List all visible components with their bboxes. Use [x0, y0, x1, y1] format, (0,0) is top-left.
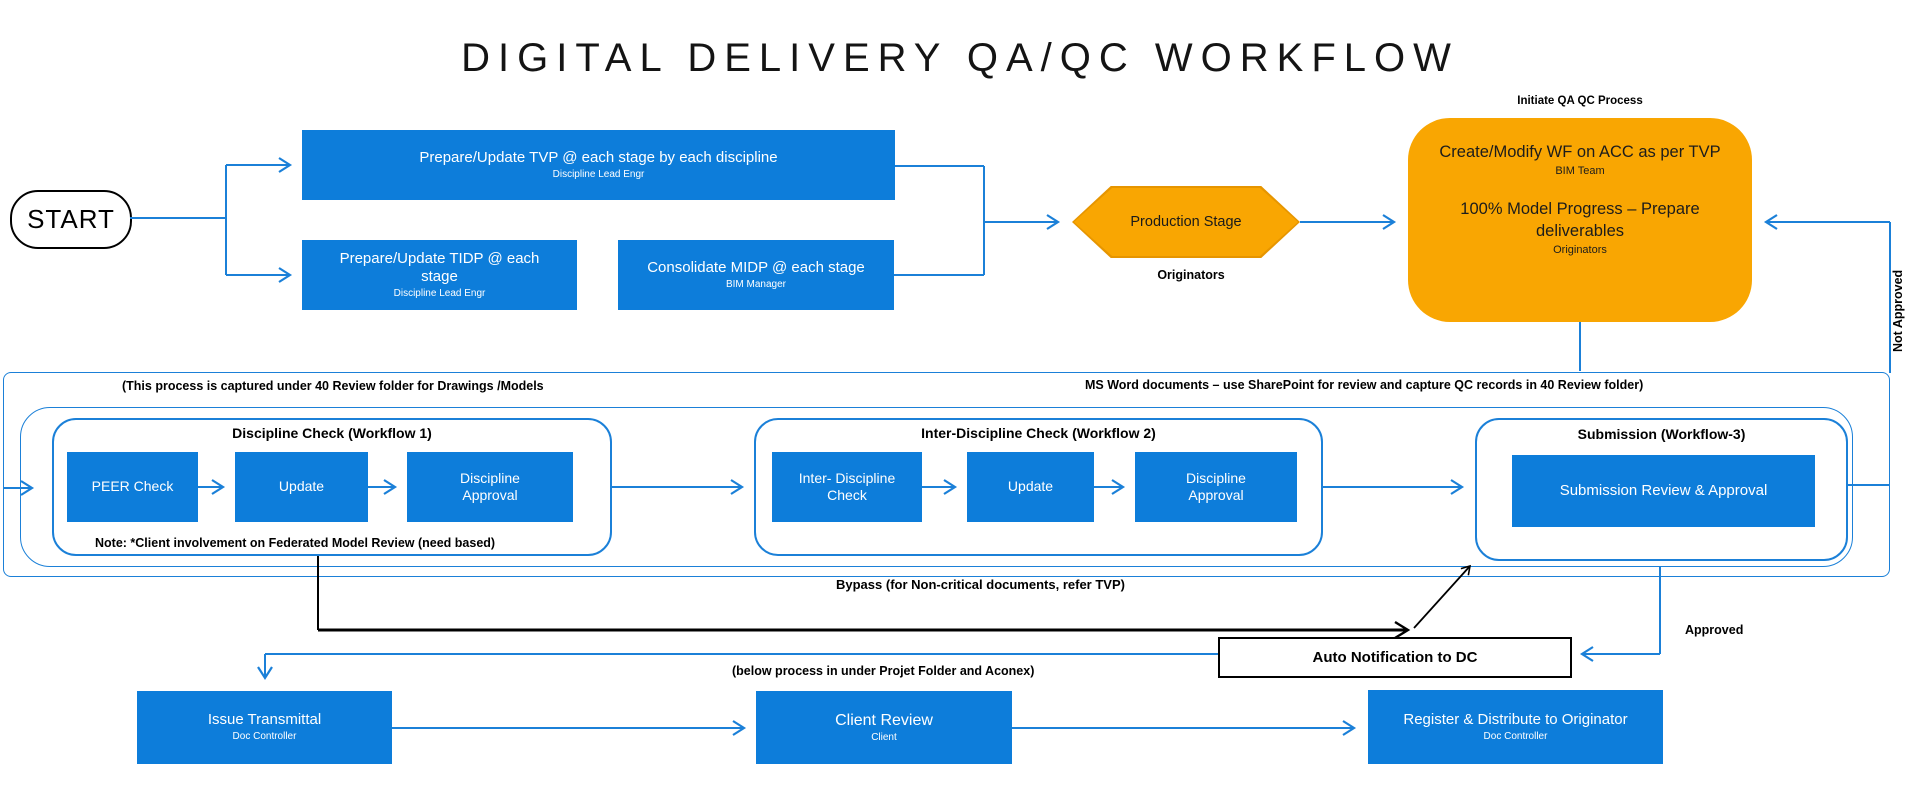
qaqc-role1: BIM Team [1555, 165, 1605, 178]
auto-notification-label: Auto Notification to DC [1312, 649, 1478, 666]
issue-transmittal-box: Issue Transmittal Doc Controller [137, 691, 392, 764]
qaqc-block: Create/Modify WF on ACC as per TVP BIM T… [1408, 118, 1752, 322]
update2-box: Update [967, 452, 1094, 522]
note-ms-word: MS Word documents – use SharePoint for r… [1085, 378, 1644, 392]
approved-label: Approved [1685, 623, 1744, 637]
page-title: DIGITAL DELIVERY QA/QC WORKFLOW [461, 36, 1459, 80]
peer-check-label: PEER Check [91, 478, 174, 495]
update1-label: Update [278, 478, 325, 495]
consolidate-midp-box: Consolidate MIDP @ each stage BIM Manage… [618, 240, 894, 310]
start-label: START [27, 204, 115, 234]
not-approved-label: Not Approved [1891, 269, 1905, 352]
prepare-tidp-label: Prepare/Update TIDP @ each stage [339, 249, 540, 286]
workflow1-title: Discipline Check (Workflow 1) [232, 425, 432, 441]
issue-transmittal-label: Issue Transmittal [207, 711, 322, 729]
client-review-role: Client [871, 731, 897, 743]
client-review-label: Client Review [835, 711, 933, 729]
workflow1-group [52, 418, 612, 556]
workflow3-title: Submission (Workflow-3) [1577, 426, 1746, 442]
inter-discipline-check-label: Inter- Discipline Check [798, 469, 896, 504]
client-review-box: Client Review Client [756, 691, 1012, 764]
start-node: START [10, 190, 132, 249]
update2-label: Update [1007, 478, 1054, 495]
note-drawings-models: (This process is captured under 40 Revie… [122, 379, 544, 393]
workflow2-title: Inter-Discipline Check (Workflow 2) [921, 425, 1156, 441]
consolidate-midp-label: Consolidate MIDP @ each stage [647, 258, 865, 276]
qaqc-line1: Create/Modify WF on ACC as per TVP [1439, 143, 1721, 161]
prepare-tidp-box: Prepare/Update TIDP @ each stage Discipl… [302, 240, 577, 310]
auto-notification-box: Auto Notification to DC [1218, 637, 1572, 678]
update1-box: Update [235, 452, 368, 522]
workflow3-group [1475, 418, 1848, 561]
review-outer-frame [3, 372, 1890, 577]
prepare-tvp-role: Discipline Lead Engr [552, 168, 645, 180]
inter-discipline-check-box: Inter- Discipline Check [772, 452, 922, 522]
discipline-approval2-label: Discipline Approval [1186, 469, 1246, 504]
production-stage-label: Production Stage [1074, 188, 1298, 256]
prepare-tvp-label: Prepare/Update TVP @ each stage by each … [419, 148, 778, 166]
production-stage-role: Originators [1157, 268, 1225, 282]
qaqc-role2: Originators [1553, 244, 1607, 257]
discipline-approval1-box: Discipline Approval [407, 452, 573, 522]
workflow1-note: Note: *Client involvement on Federated M… [95, 536, 496, 550]
initiate-qaqc-caption: Initiate QA QC Process [1517, 95, 1643, 107]
bypass-label: Bypass (for Non-critical documents, refe… [836, 577, 1125, 592]
qaqc-line2: 100% Model Progress – Prepare deliverabl… [1460, 200, 1700, 240]
submission-review-label: Submission Review & Approval [1559, 481, 1768, 499]
below-process-note: (below process in under Projet Folder an… [732, 664, 1035, 678]
register-distribute-box: Register & Distribute to Originator Doc … [1368, 690, 1663, 764]
workflow2-group [754, 418, 1323, 556]
submission-review-box: Submission Review & Approval [1512, 455, 1815, 527]
issue-transmittal-role: Doc Controller [232, 731, 297, 743]
consolidate-midp-role: BIM Manager [725, 278, 787, 290]
production-stage-hexagon: Production Stage [1072, 186, 1300, 258]
discipline-approval2-box: Discipline Approval [1135, 452, 1297, 522]
prepare-tvp-box: Prepare/Update TVP @ each stage by each … [302, 130, 895, 200]
register-distribute-label: Register & Distribute to Originator [1403, 710, 1628, 728]
peer-check-box: PEER Check [67, 452, 198, 522]
register-distribute-role: Doc Controller [1483, 730, 1548, 742]
prepare-tidp-role: Discipline Lead Engr [393, 288, 486, 299]
discipline-approval1-label: Discipline Approval [460, 469, 520, 504]
